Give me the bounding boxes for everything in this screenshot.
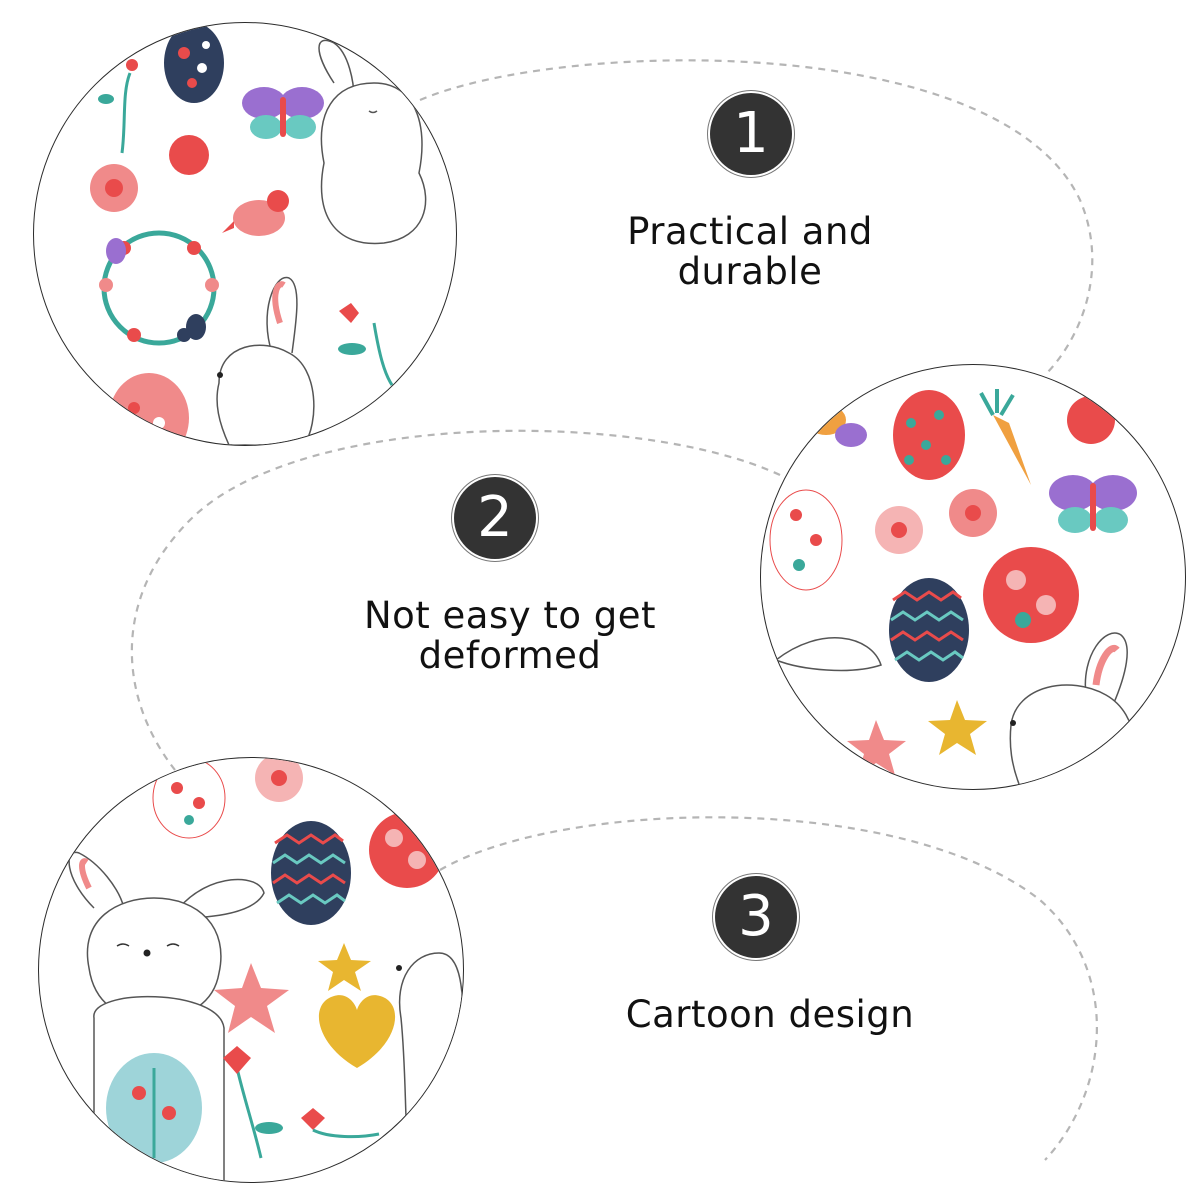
easter-egg-icon [106, 1053, 202, 1163]
easter-egg-icon [769, 489, 843, 591]
bird-icon [222, 190, 289, 236]
sticker-closeup-2 [760, 364, 1186, 790]
step-number-badge-3: 3 [715, 876, 797, 958]
step-number-3: 3 [738, 884, 774, 949]
easter-egg-icon [152, 758, 226, 839]
carrot-icon [979, 389, 1031, 485]
step-number-badge-1: 1 [710, 93, 792, 175]
feature-caption-3: Cartoon design [600, 995, 940, 1035]
feature-caption-2-line2: deformed [418, 634, 602, 677]
easter-egg-icon [164, 23, 224, 103]
sticker-closeup-3 [38, 757, 464, 1183]
feature-caption-3-line1: Cartoon design [625, 993, 915, 1036]
feature-caption-2: Not easy to get deformed [330, 596, 690, 676]
feature-caption-2-line1: Not easy to get [363, 594, 657, 637]
feature-caption-1-line2: durable [677, 250, 823, 293]
butterfly-icon [1049, 475, 1137, 533]
easter-egg-icon [889, 578, 969, 682]
easter-egg-icon [271, 821, 351, 925]
heart-icon [318, 995, 396, 1068]
bunny-icon [318, 39, 427, 245]
step-number-badge-2: 2 [454, 477, 536, 559]
tulip-icon [338, 303, 394, 386]
flower-icon [875, 396, 1115, 554]
step-number-2: 2 [477, 485, 513, 550]
feature-caption-1: Practical and durable [590, 212, 910, 292]
feature-caption-1-line1: Practical and [627, 210, 873, 253]
star-icon [847, 700, 987, 775]
sticker-closeup-1 [33, 22, 457, 446]
bunny-icon [216, 276, 315, 445]
butterfly-icon [242, 87, 324, 139]
easter-egg-icon [893, 390, 965, 480]
flower-icon [983, 547, 1079, 643]
tulip-icon [98, 59, 138, 154]
tulip-icon [223, 1046, 380, 1159]
flower-icon [90, 135, 209, 212]
wreath-icon [99, 230, 219, 346]
step-number-1: 1 [733, 101, 769, 166]
star-icon [214, 943, 371, 1033]
